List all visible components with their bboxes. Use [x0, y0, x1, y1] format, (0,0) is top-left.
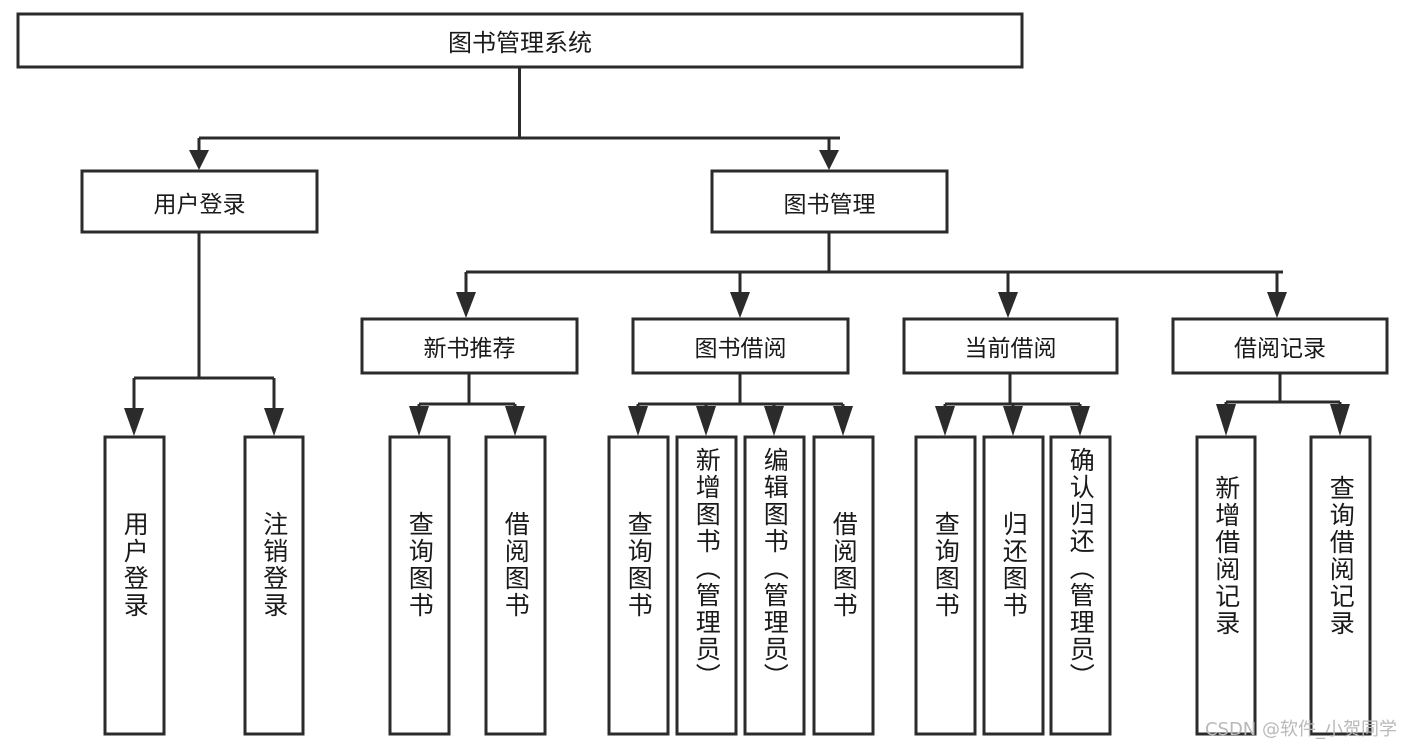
node-leaf-12[interactable] — [1195, 435, 1257, 736]
arrowhead-leaf-2 — [264, 408, 284, 436]
node-leaf-8[interactable] — [812, 435, 875, 736]
node-root[interactable] — [16, 12, 1024, 69]
arrowhead-leaf-12 — [1216, 404, 1236, 436]
arrowhead-leaf-1 — [124, 408, 144, 436]
node-leaf-1[interactable] — [103, 435, 166, 736]
node-book-borrow[interactable] — [631, 317, 850, 375]
arrowhead-current-borrow — [998, 292, 1018, 318]
arrowhead-leaf-9 — [935, 406, 955, 436]
arrowhead-leaf-11 — [1070, 406, 1090, 436]
arrowhead-leaf-4 — [505, 406, 525, 436]
node-leaf-11[interactable] — [1049, 435, 1112, 736]
node-leaf-5[interactable] — [607, 435, 670, 736]
boxes-layer — [16, 12, 1389, 736]
node-current-borrow[interactable] — [902, 317, 1119, 375]
node-leaf-2[interactable] — [243, 435, 305, 736]
arrowhead-leaf-6 — [696, 406, 716, 436]
arrowhead-leaf-7 — [764, 406, 784, 436]
arrowhead-borrow-record — [1267, 292, 1287, 318]
connectors-layer — [124, 68, 1350, 436]
node-borrow-record[interactable] — [1171, 317, 1389, 375]
arrowhead-book-borrow — [730, 292, 750, 318]
arrowhead-leaf-8 — [833, 406, 853, 436]
arrowhead-leaf-5 — [628, 406, 648, 436]
node-book-manage[interactable] — [710, 169, 949, 234]
node-leaf-9[interactable] — [914, 435, 977, 736]
arrowhead-leaf-10 — [1003, 406, 1023, 436]
node-leaf-13[interactable] — [1309, 435, 1372, 736]
node-user-login[interactable] — [80, 169, 319, 234]
node-leaf-10[interactable] — [982, 435, 1045, 736]
node-leaf-4[interactable] — [484, 435, 547, 736]
node-leaf-6[interactable] — [675, 435, 738, 736]
arrowhead-user-login — [189, 150, 209, 170]
arrowhead-new-book-rec — [456, 292, 476, 318]
node-leaf-3[interactable] — [388, 435, 451, 736]
arrowhead-leaf-13 — [1330, 404, 1350, 436]
arrowhead-leaf-3 — [409, 406, 429, 436]
node-new-book-rec[interactable] — [360, 317, 579, 375]
arrowhead-book-manage — [819, 150, 839, 170]
node-leaf-7[interactable] — [743, 435, 806, 736]
